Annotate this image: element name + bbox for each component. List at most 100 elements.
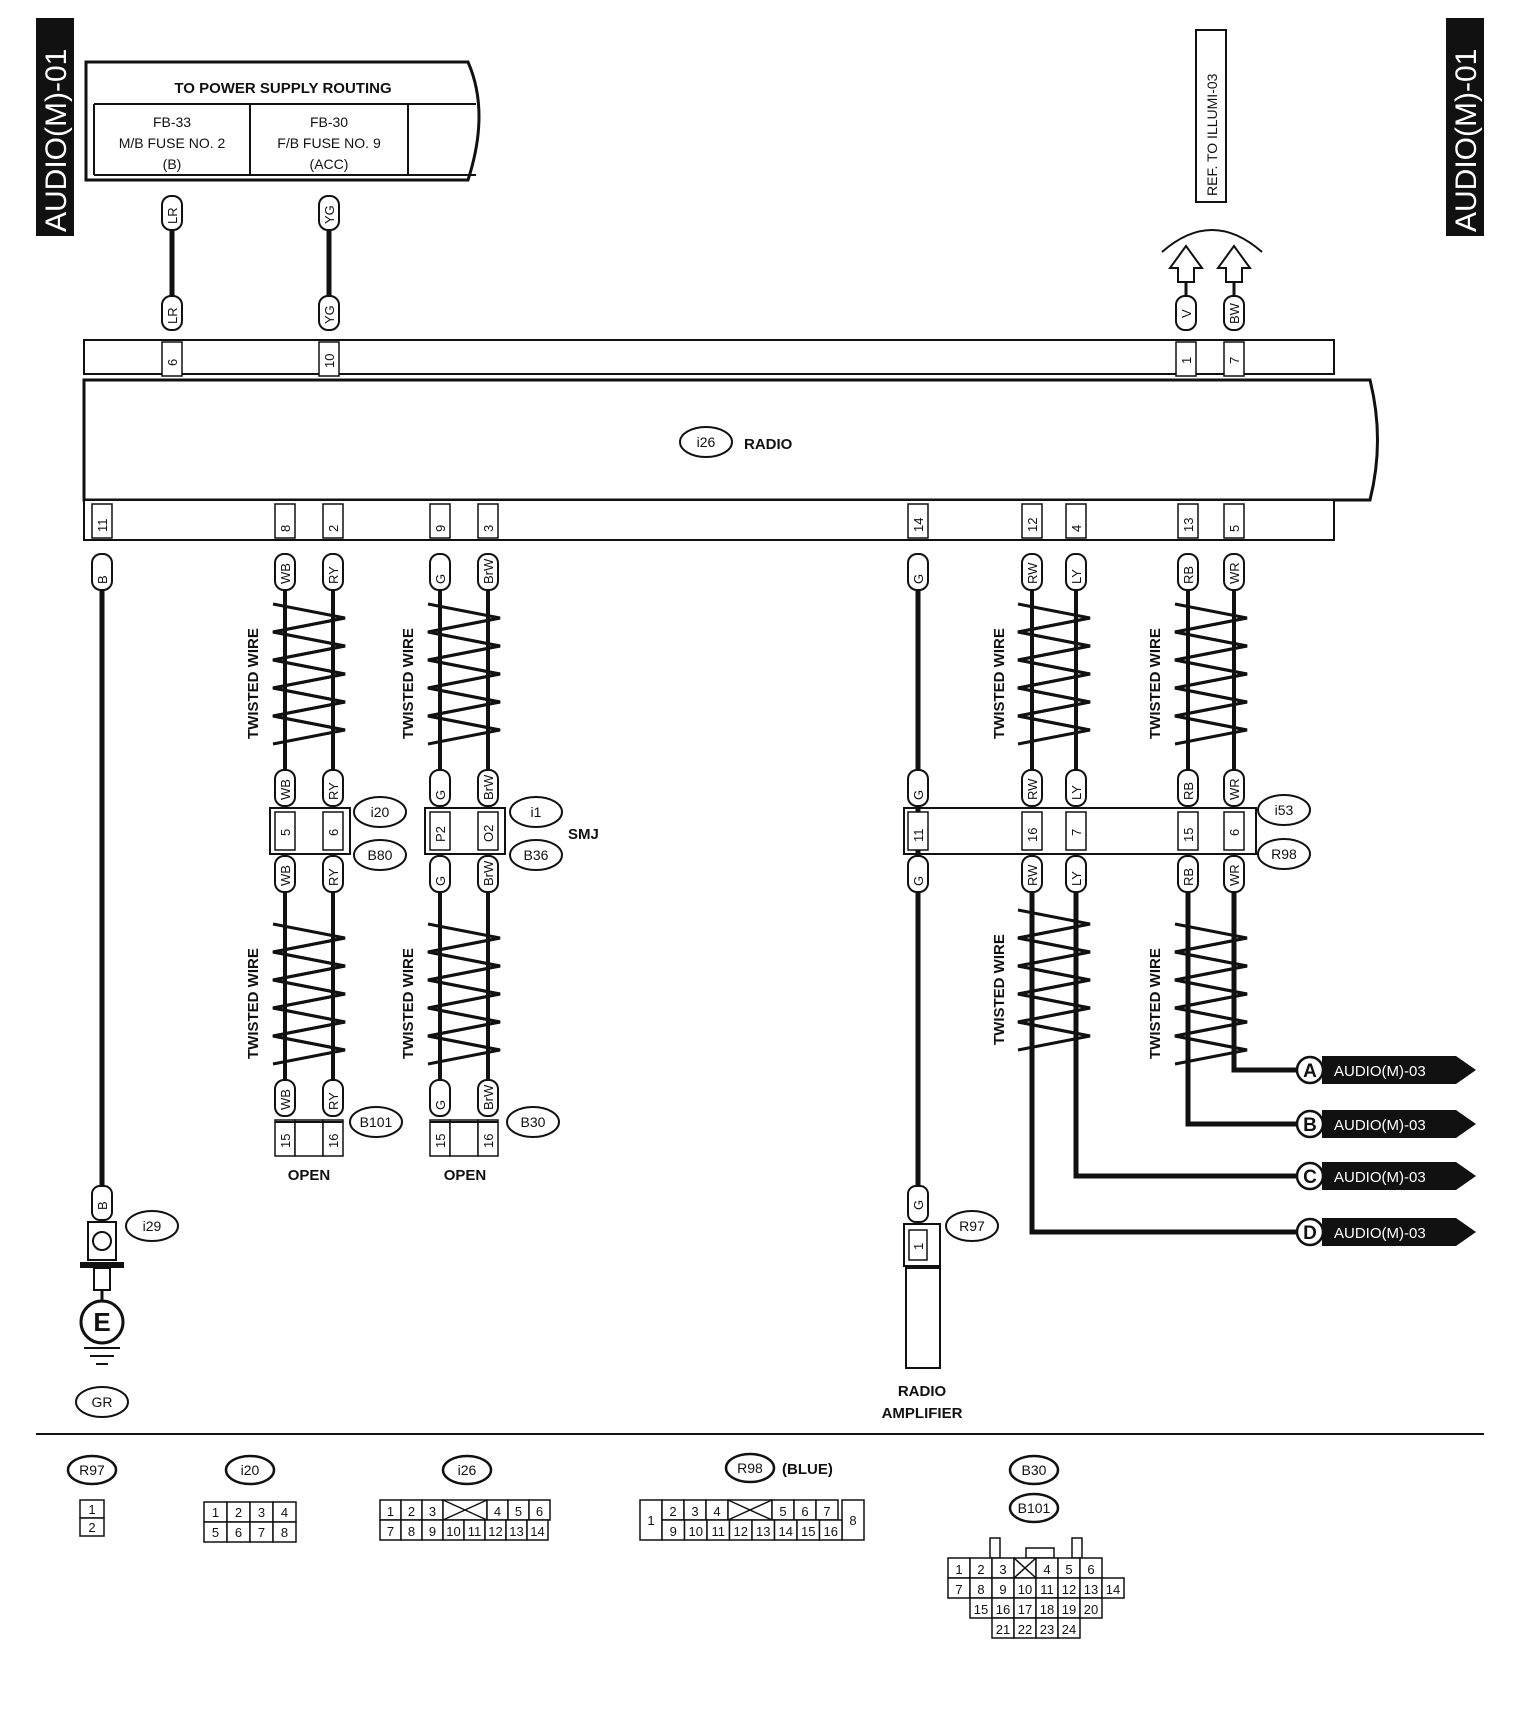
svg-text:17: 17 [1018, 1602, 1032, 1617]
svg-text:4: 4 [1043, 1562, 1050, 1577]
svg-text:R98: R98 [737, 1460, 763, 1476]
svg-text:R98: R98 [1271, 846, 1297, 862]
svg-text:G: G [433, 574, 448, 584]
wire-label-8: RB [1177, 553, 1199, 591]
connector-id-b36: B36 [509, 839, 563, 871]
output-ref-text-3: AUDIO(M)-03 [1334, 1225, 1426, 1242]
wire-label-7: LY [1065, 553, 1087, 591]
output-letter-3: D [1303, 1223, 1317, 1244]
mid-wire-label-lower-5: G [907, 855, 929, 893]
svg-text:8: 8 [278, 525, 293, 532]
svg-text:REF. TO ILLUMI-03: REF. TO ILLUMI-03 [1204, 73, 1220, 196]
svg-text:RB: RB [1181, 782, 1196, 800]
svg-text:5: 5 [1227, 525, 1242, 532]
connector-id-r97: R97 [945, 1210, 999, 1242]
svg-text:9: 9 [999, 1582, 1006, 1597]
svg-text:13: 13 [1181, 518, 1196, 532]
legend-r97-pin1: 1 [88, 1502, 95, 1517]
mid-wire-label-lower-2: RY [322, 855, 344, 893]
radio-pin-2: 2 [322, 503, 344, 539]
svg-text:R97: R97 [959, 1218, 985, 1234]
svg-text:4: 4 [713, 1504, 720, 1519]
svg-text:WR: WR [1227, 562, 1242, 584]
twisted-pair-4: TWISTED WIRE [991, 602, 1092, 746]
wire-label-lr: LR [161, 295, 183, 331]
connector-id-r98: R98 [1257, 838, 1311, 870]
smj-label: SMJ [568, 826, 599, 843]
wire-label-yg-top: YG [318, 195, 340, 231]
mid-wire-label-lower-9: WR [1223, 855, 1245, 893]
power-header: TO POWER SUPPLY ROUTING [174, 80, 391, 97]
svg-text:RY: RY [326, 782, 341, 800]
end-wire-label-1: WB [274, 1079, 296, 1117]
svg-text:24: 24 [1062, 1622, 1076, 1637]
svg-text:RY: RY [326, 868, 341, 886]
radio-pin-4: 3 [477, 503, 499, 539]
svg-text:GR: GR [92, 1394, 113, 1410]
svg-text:2: 2 [408, 1504, 415, 1519]
mid-wire-label-lower-4: BrW [477, 855, 499, 893]
output-letter-0: A [1303, 1061, 1317, 1082]
twisted-wire-label: TWISTED WIRE [245, 948, 262, 1059]
svg-text:15: 15 [433, 1134, 448, 1148]
output-ref-text-0: AUDIO(M)-03 [1334, 1063, 1426, 1080]
svg-text:12: 12 [488, 1524, 502, 1539]
svg-text:5: 5 [212, 1525, 219, 1540]
end-wire-label-3: G [429, 1079, 451, 1117]
svg-text:4: 4 [1069, 525, 1084, 532]
svg-text:OPEN: OPEN [288, 1167, 331, 1184]
svg-text:B80: B80 [368, 847, 393, 863]
mid-wire-label-upper-9: WR [1223, 769, 1245, 807]
connector-b80: 5 6 [269, 807, 351, 855]
mid-wire-label-lower-1: WB [274, 855, 296, 893]
svg-text:FB-30: FB-30 [310, 114, 348, 130]
wire-label-yg: YG [318, 295, 340, 331]
svg-text:R97: R97 [79, 1462, 105, 1478]
svg-text:7: 7 [1227, 357, 1242, 364]
svg-text:P2: P2 [433, 826, 448, 842]
power-supply-box: TO POWER SUPPLY ROUTING FB-33 M/B FUSE N… [84, 60, 481, 182]
mid-wire-label-upper-3: G [429, 769, 451, 807]
legend-id-i26: i26 [441, 1454, 493, 1486]
mid-wire-label-upper-4: BrW [477, 769, 499, 807]
svg-text:16: 16 [824, 1524, 838, 1539]
svg-text:14: 14 [530, 1524, 544, 1539]
svg-text:16: 16 [996, 1602, 1010, 1617]
svg-text:LR: LR [165, 207, 180, 224]
connector-b36: P2 O2 [424, 807, 506, 855]
svg-text:2: 2 [326, 525, 341, 532]
svg-text:(B): (B) [163, 156, 182, 172]
svg-text:13: 13 [509, 1524, 523, 1539]
svg-text:15: 15 [278, 1134, 293, 1148]
twisted-wire-label: TWISTED WIRE [1147, 628, 1164, 739]
svg-text:14: 14 [911, 518, 926, 532]
svg-text:i1: i1 [531, 804, 542, 820]
legend-r97-pin2: 2 [88, 1520, 95, 1535]
illumi-arrow-left [1168, 244, 1204, 283]
svg-text:RB: RB [1181, 868, 1196, 886]
connector-id-i53: i53 [1257, 794, 1311, 826]
mid-wire-label-upper-7: LY [1065, 769, 1087, 807]
twisted-pairs: TWISTED WIRE TWISTED WIRE TWISTED WIRE TWIS… [245, 602, 1249, 1066]
twisted-wire-label: TWISTED WIRE [400, 948, 417, 1059]
legend-id-r98: R98 [724, 1452, 776, 1484]
svg-text:RB: RB [1181, 566, 1196, 584]
svg-text:11: 11 [95, 519, 110, 533]
radio-id: i26 [697, 434, 716, 450]
mid-wire-label-upper-2: RY [322, 769, 344, 807]
connector-id-gr: GR [75, 1386, 129, 1418]
mid-wire-label-lower-8: RB [1177, 855, 1199, 893]
twisted-wire-label: TWISTED WIRE [245, 628, 262, 739]
svg-text:RW: RW [1025, 864, 1040, 886]
svg-text:15: 15 [801, 1524, 815, 1539]
svg-text:LR: LR [165, 307, 180, 324]
svg-text:FB-33: FB-33 [153, 114, 191, 130]
svg-text:M/B FUSE NO. 2: M/B FUSE NO. 2 [119, 135, 226, 151]
